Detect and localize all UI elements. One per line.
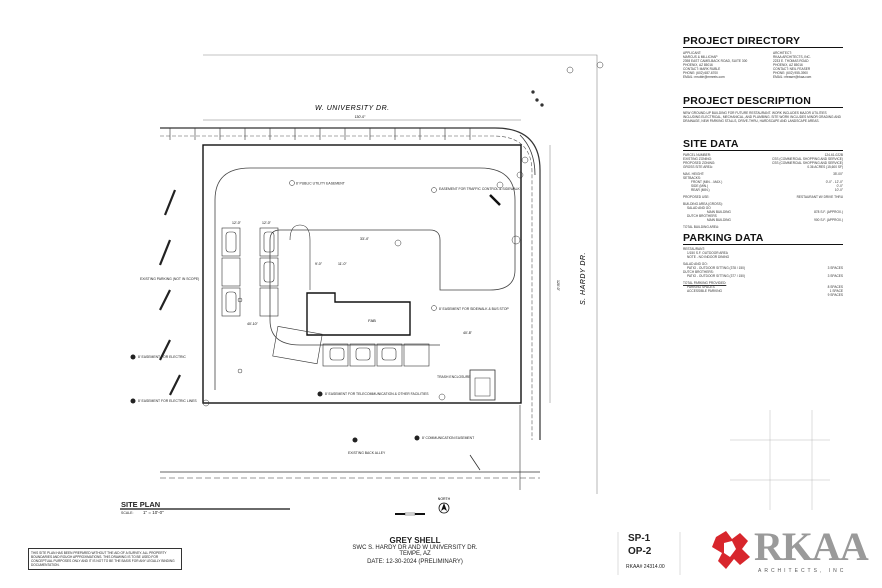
site-data-row: PROPOSED USE:RESTAURANT W/ DRIVE THRU xyxy=(683,195,843,199)
site-data-row: GROSS SITE AREA:0.36 ACRES (15,600 SF) xyxy=(683,165,843,169)
site-data-row: SALAD AND GO xyxy=(687,206,711,210)
scale-bar xyxy=(395,512,425,516)
sidewalk-line xyxy=(160,135,533,440)
building-label: FAB xyxy=(368,318,376,323)
svg-text:8' EASEMENT FOR TELECOMMUNICAT: 8' EASEMENT FOR TELECOMMUNICATION & OTHE… xyxy=(325,392,429,396)
svg-text:40'-8": 40'-8" xyxy=(463,331,473,335)
site-data-row: EXISTING ZONING:CSS (COMMERCIAL SHOPPING… xyxy=(683,157,843,161)
property-boundary xyxy=(203,54,598,494)
site-data-row: FRONT (MIN. - MAX.)0'-0" - 12'-0" xyxy=(691,180,843,184)
site-data-row: SIDE (MIN.)0'-0" xyxy=(691,184,843,188)
svg-text:120'-0": 120'-0" xyxy=(556,280,560,292)
project-date: DATE: 12-30-2024 (PRELIMINARY) xyxy=(367,559,463,565)
rkaa-logo-text: RKAA xyxy=(754,524,869,569)
rkaa-logo-subtitle: ARCHITECTS, INC xyxy=(758,568,847,574)
street-label-east: S. HARDY DR. xyxy=(580,252,587,305)
project-address: SWC S. HARDY DR AND W UNIVERSITY DR. xyxy=(352,545,478,551)
parking-stalls-bottom xyxy=(272,326,430,367)
svg-text:EXISTING PARKING (NOT IN SCOPE: EXISTING PARKING (NOT IN SCOPE) xyxy=(140,277,199,281)
existing-parking-hatch xyxy=(158,189,181,396)
parking-row: PATIO - OUTDOOR SITTING (377 / 150)3 SPA… xyxy=(687,274,843,278)
parking-data-title: PARKING DATA xyxy=(683,232,843,245)
svg-text:8' EASEMENT FOR SIDEWALK & BUS: 8' EASEMENT FOR SIDEWALK & BUS STOP xyxy=(439,307,509,311)
parking-row: SALAD AND GO: xyxy=(683,262,708,266)
scale-label: SCALE: xyxy=(121,511,134,515)
parking-row: 1/150 S.F. OUTDOOR AREA xyxy=(687,251,728,255)
svg-text:12'-0": 12'-0" xyxy=(262,221,272,225)
project-name: GREY SHELL xyxy=(389,536,441,545)
site-data-row: SETBACKS: xyxy=(683,176,701,180)
architect-block: ARCHITECT: RKAA ARCHITECTS, INC. 2233 E.… xyxy=(773,51,812,79)
project-city: TEMPE, AZ xyxy=(399,551,431,557)
applicant-block: APPLICANT: MARCUS & MILLICHAP 2398 EAST … xyxy=(683,51,748,79)
svg-text:EXISTING BACK ALLEY: EXISTING BACK ALLEY xyxy=(348,451,386,455)
site-data-row: REAR (MIN.)10'-0" xyxy=(691,188,843,192)
svg-text:33'-4": 33'-4" xyxy=(360,237,370,241)
parking-data-table: RESTAURANT: 1/150 S.F. OUTDOOR AREA NOTE… xyxy=(683,247,843,297)
site-data-title: SITE DATA xyxy=(683,138,843,151)
site-data-row: TOTAL BUILDING AREA: xyxy=(683,225,720,229)
lot-boundary xyxy=(202,144,522,404)
site-data-row: PARCEL NUMBER:124-61-022B xyxy=(683,153,843,157)
svg-text:9'-0": 9'-0" xyxy=(315,262,323,266)
site-data-row: BUILDING AREA (GROSS): xyxy=(683,202,723,206)
svg-text:8' EASEMENT FOR ELECTRIC: 8' EASEMENT FOR ELECTRIC xyxy=(138,355,186,359)
drive-aisle xyxy=(214,167,516,346)
svg-text:40'-10": 40'-10" xyxy=(247,322,259,326)
curb-line xyxy=(160,127,541,440)
svg-text:12'-0": 12'-0" xyxy=(232,221,242,225)
svg-text:8' COMMUNICATION EASEMENT: 8' COMMUNICATION EASEMENT xyxy=(422,436,474,440)
svg-text:8' PUBLIC UTILITY EASEMENT: 8' PUBLIC UTILITY EASEMENT xyxy=(296,182,345,186)
svg-text:8' EASEMENT FOR ELECTRIC LINES: 8' EASEMENT FOR ELECTRIC LINES xyxy=(138,399,197,403)
parking-row: RESTAURANT: xyxy=(683,247,705,251)
parking-row: NOTE - NO INDOOR DINING xyxy=(687,255,730,259)
svg-text:11'-0": 11'-0" xyxy=(338,262,347,266)
parking-stalls-left xyxy=(221,227,279,317)
description-text: NEW GROUND-UP BUILDING FOR FUTURE RESTAU… xyxy=(683,111,841,123)
svg-text:NORTH: NORTH xyxy=(438,497,451,501)
parking-row: PATIO - OUTDOOR SITTING (378 / 150)3 SPA… xyxy=(687,266,843,270)
parking-row: 9 SPACES xyxy=(827,293,843,297)
project-number: RKAA# 24314.00 xyxy=(626,564,665,570)
scale-value: 1" = 10'-0" xyxy=(143,510,164,515)
description-title: PROJECT DESCRIPTION xyxy=(683,95,843,108)
site-data-row: MAX. HEIGHT:35'-00" xyxy=(683,172,843,176)
site-data-row: DUTCH BROTHERS xyxy=(687,214,717,218)
rkaa-logo-mark-icon xyxy=(712,531,750,569)
site-data-row: PROPOSED ZONING:CSS (COMMERCIAL SHOPPING… xyxy=(683,161,843,165)
svg-text:EASEMENT FOR TRAFFIC CONTROL &: EASEMENT FOR TRAFFIC CONTROL & SIDEWALK xyxy=(439,187,521,191)
sheet-number-1: SP-1 xyxy=(628,533,651,544)
sheet-number-2: OP-2 xyxy=(628,546,652,557)
site-data-table: PARCEL NUMBER:124-61-022B EXISTING ZONIN… xyxy=(683,153,843,229)
svg-text:TRASH ENCLOSURE: TRASH ENCLOSURE xyxy=(437,375,471,379)
parking-row: TOTAL PARKING PROVIDED: xyxy=(683,281,727,285)
parking-row: DUTCH BROTHERS: xyxy=(683,270,714,274)
title-block: GREY SHELL SWC S. HARDY DR AND W UNIVERS… xyxy=(330,536,500,565)
site-plan-title: SITE PLAN xyxy=(121,500,161,509)
disclaimer-box: THIS SITE PLAN HAS BEEN PREPARED WITHOUT… xyxy=(28,548,182,570)
svg-text:130'-0": 130'-0" xyxy=(355,115,367,119)
building-footprint xyxy=(306,292,411,336)
street-label-north: W. UNIVERSITY DR. xyxy=(315,105,390,112)
directory-title: PROJECT DIRECTORY xyxy=(683,35,843,48)
